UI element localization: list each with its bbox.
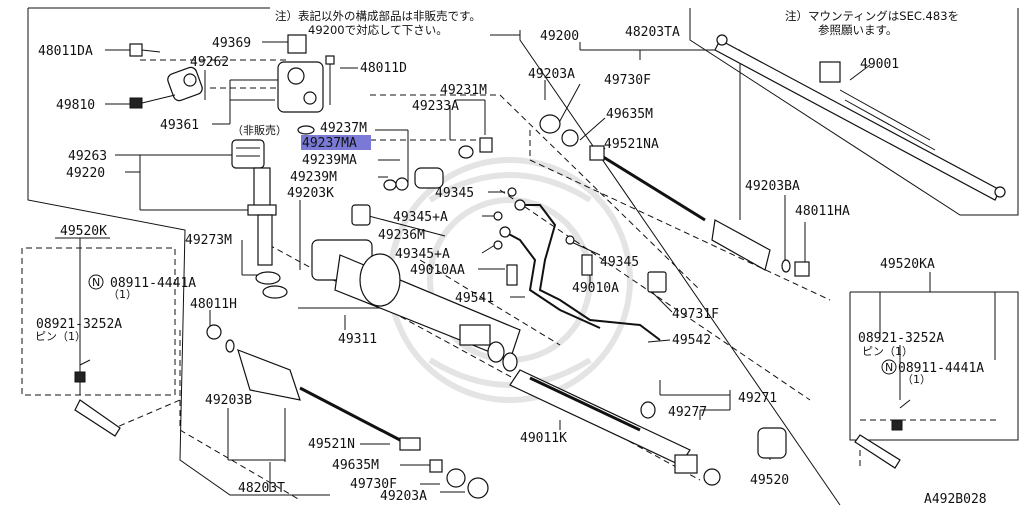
label-48203TA: 48203TA: [625, 25, 680, 40]
label-48203T: 48203T: [238, 481, 285, 496]
label-49271: 49271: [738, 391, 777, 406]
label-49311: 49311: [338, 332, 377, 347]
n-symbols: N N: [88, 274, 897, 375]
label-49361: 49361: [160, 118, 199, 133]
label-49345-a: 49345: [435, 186, 474, 201]
label-49231M: 49231M: [440, 83, 487, 98]
note-top-right-2: 参照願います。: [818, 23, 897, 37]
label-49233A: 49233A: [412, 99, 459, 114]
label-49203K: 49203K: [287, 186, 334, 201]
label-49273M: 49273M: [185, 233, 232, 248]
label-49010AA: 49010AA: [410, 263, 465, 278]
label-49203B: 49203B: [205, 393, 252, 408]
label-49010A: 49010A: [572, 281, 619, 296]
label-49239M: 49239M: [290, 170, 337, 185]
label-49345A-1: 49345+A: [393, 210, 448, 225]
label-49521NA: 49521NA: [604, 137, 659, 152]
note-pin-right: ピン（1）: [862, 345, 913, 358]
label-49263: 49263: [68, 149, 107, 164]
label-49277: 49277: [668, 405, 707, 420]
label-48011D: 48011D: [360, 61, 407, 76]
label-08911-left: 08911-4441A: [110, 276, 196, 291]
note-top-right-1: 注）マウンティングはSEC.483を: [785, 9, 959, 23]
label-49237MA: 49237MA: [302, 136, 357, 151]
label-49520K: 49520K: [60, 224, 107, 239]
n-symbol-right: N: [885, 361, 893, 374]
label-08911-right: 08911-4441A: [898, 361, 984, 376]
notes: 注）表記以外の構成部品は非販売です。 49200で対応して下さい。 注）マウンテ…: [35, 9, 959, 386]
note-qty-left: （1）: [108, 288, 137, 301]
label-49200-top: 49200: [540, 29, 579, 44]
label-49239MA: 49239MA: [302, 153, 357, 168]
note-top-center-2: 49200で対応して下さい。: [308, 23, 448, 37]
label-48011DA: 48011DA: [38, 44, 93, 59]
label-49011K: 49011K: [520, 431, 567, 446]
label-48011H: 48011H: [190, 297, 237, 312]
note-pin-left: ピン（1）: [35, 330, 86, 343]
frames: [21, 7, 1019, 506]
n-symbol-left: N: [92, 276, 100, 289]
label-49520: 49520: [750, 473, 789, 488]
label-49731F: 49731F: [672, 307, 719, 322]
label-48011HA: 48011HA: [795, 204, 850, 219]
label-49001: 49001: [860, 57, 899, 72]
label-49237M: 49237M: [320, 121, 367, 136]
label-49203A: 49203A: [380, 489, 427, 504]
label-49810: 49810: [56, 98, 95, 113]
label-49542: 49542: [672, 333, 711, 348]
label-49730F-right: 49730F: [604, 73, 651, 88]
label-49635M: 49635M: [332, 458, 379, 473]
label-08921-right: 08921-3252A: [858, 331, 944, 346]
highlight-49237MA: [301, 135, 371, 150]
note-qty-right: （1）: [902, 373, 931, 386]
label-49236M: 49236M: [378, 228, 425, 243]
label-49220: 49220: [66, 166, 105, 181]
label-49635M-right: 49635M: [606, 107, 653, 122]
note-not-sold: （非販売）: [232, 124, 287, 137]
part-labels: 48011DA 49369 49262 49200 48011D 49810 4…: [36, 25, 987, 507]
label-49262: 49262: [190, 55, 229, 70]
label-08921-left: 08921-3252A: [36, 317, 122, 332]
label-49520KA: 49520KA: [880, 257, 935, 272]
label-49345A-2: 49345+A: [395, 247, 450, 262]
label-49369: 49369: [212, 36, 251, 51]
label-49730F: 49730F: [350, 477, 397, 492]
part-shapes: [74, 34, 1006, 499]
label-49345-b: 49345: [600, 255, 639, 270]
label-49521N: 49521N: [308, 437, 355, 452]
label-49203A-right: 49203A: [528, 67, 575, 82]
note-top-center-1: 注）表記以外の構成部品は非販売です。: [275, 9, 481, 23]
leader-lines: [55, 34, 996, 493]
label-49203BA: 49203BA: [745, 179, 800, 194]
label-49541: 49541: [455, 291, 494, 306]
figure-code: A492B028: [924, 492, 987, 507]
